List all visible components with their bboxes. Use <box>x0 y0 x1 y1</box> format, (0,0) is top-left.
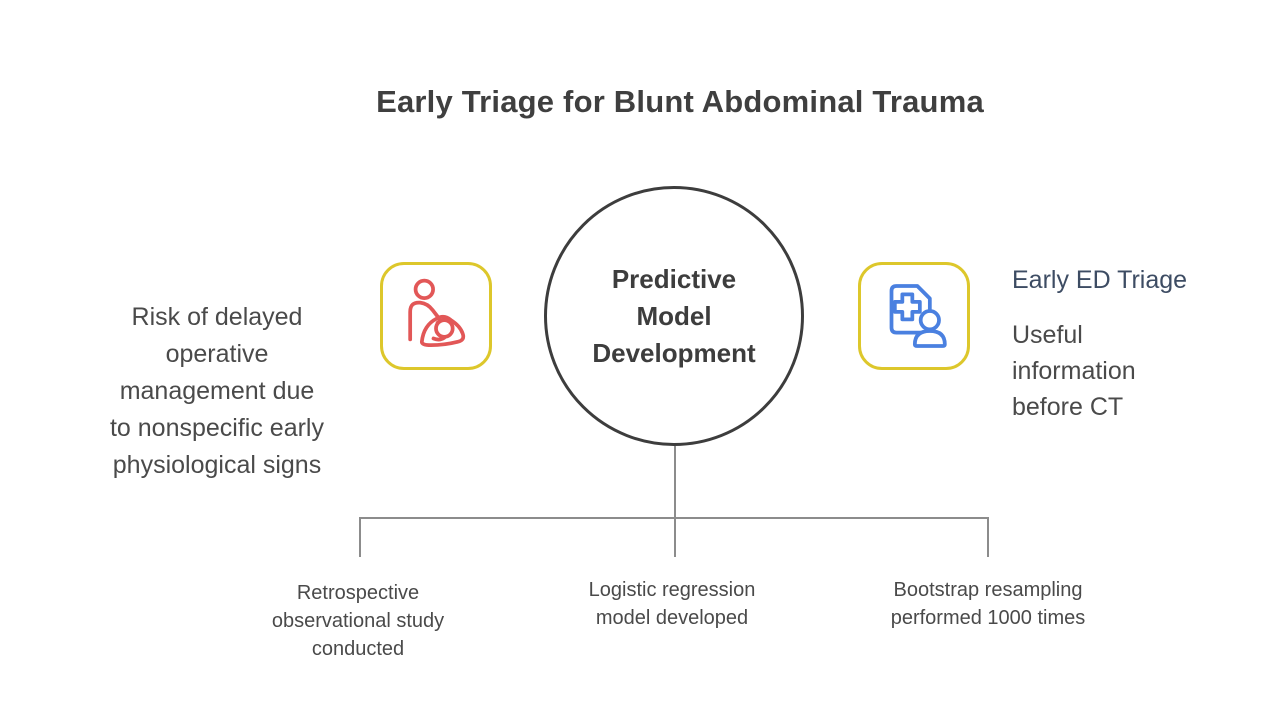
connector-stem <box>674 446 676 557</box>
connector-drop-left <box>359 517 361 557</box>
branch-label-line: conducted <box>311 638 405 660</box>
central-node-label-line: Predictive <box>611 263 737 294</box>
branch-label-line: Retrospective <box>296 582 420 604</box>
page-title: Early Triage for Blunt Abdominal Trauma <box>376 84 984 119</box>
central-node-label-line: Development <box>592 337 756 368</box>
connector-horizontal <box>359 517 989 519</box>
left-point-text-line: to nonspecific early <box>109 414 324 442</box>
right-point-text: Useful information before CT <box>1012 317 1242 425</box>
branch-label: Bootstrap resampling performed 1000 time… <box>853 576 1123 632</box>
right-point-text-line: Useful <box>1012 321 1083 349</box>
medical-record-icon <box>874 276 954 356</box>
right-point-heading: Early ED Triage <box>1012 266 1188 294</box>
left-point-text: Risk of delayed operative management due… <box>77 299 357 484</box>
left-icon-box <box>380 262 492 370</box>
left-point-text-line: Risk of delayed <box>131 303 303 331</box>
branch-label-line: Logistic regression <box>588 579 756 601</box>
left-point-text-line: physiological signs <box>112 451 322 479</box>
patient-care-icon <box>396 276 476 356</box>
branch-label: Logistic regression model developed <box>542 576 802 632</box>
right-point-text-line: information <box>1012 357 1136 385</box>
branch-label-line: model developed <box>595 607 749 629</box>
left-point-text-line: management due <box>119 377 315 405</box>
right-point-text-line: before CT <box>1012 393 1124 421</box>
branch-label-line: performed 1000 times <box>890 607 1086 629</box>
central-node-label-line: Model <box>636 300 712 331</box>
branch-label-line: Bootstrap resampling <box>893 579 1083 601</box>
right-icon-box <box>858 262 970 370</box>
left-point-text-line: operative <box>165 340 269 368</box>
branch-label: Retrospective observational study conduc… <box>228 579 488 663</box>
branch-label-line: observational study <box>271 610 445 632</box>
central-node: Predictive Model Development <box>544 186 804 446</box>
connector-drop-right <box>987 517 989 557</box>
